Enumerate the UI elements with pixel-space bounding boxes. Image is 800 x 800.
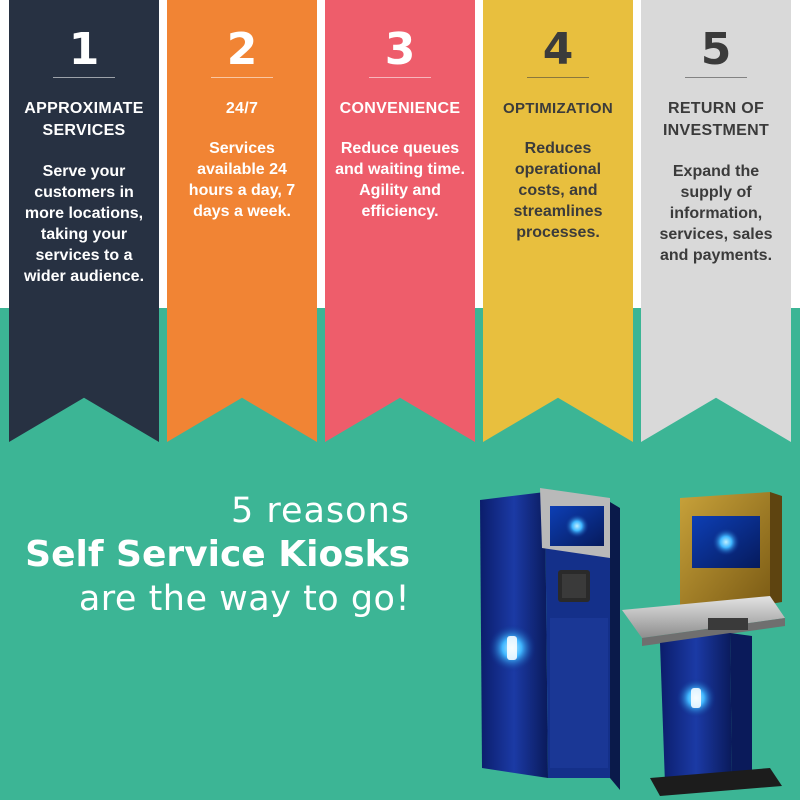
divider — [527, 77, 589, 78]
reason-description: Expand the supply of information, servic… — [659, 163, 773, 264]
reason-title: RETURN OF INVESTMENT — [647, 98, 785, 142]
reason-number: 2 — [226, 24, 258, 75]
reason-description: Reduce queues and waiting time. Agility … — [335, 140, 465, 220]
reason-number: 4 — [542, 24, 574, 75]
reason-title: OPTIMIZATION — [503, 100, 613, 117]
divider — [211, 77, 273, 78]
reason-banner-3: 3 CONVENIENCE Reduce queues and waiting … — [325, 0, 475, 442]
reason-title-line: APPROXIMATE — [24, 100, 144, 117]
headline: 5 reasons Self Service Kiosks are the wa… — [25, 490, 410, 620]
headline-line-3: are the way to go! — [78, 579, 410, 619]
reason-description: Reduces operational costs, and streamlin… — [513, 140, 603, 241]
reason-title-line: INVESTMENT — [662, 122, 770, 139]
reason-banner-2: 2 24/7 Services available 24 hours a day… — [167, 0, 317, 442]
atm-kiosk — [480, 488, 620, 790]
desk-kiosk — [622, 492, 785, 796]
reason-banner-4: 4 OPTIMIZATION Reduces operational costs… — [483, 0, 633, 442]
reason-title: CONVENIENCE — [339, 100, 461, 117]
headline-line-2: Self Service Kiosks — [25, 534, 410, 575]
reason-number: 3 — [384, 24, 416, 75]
reason-number: 1 — [68, 24, 100, 75]
kiosk-illustration — [480, 488, 785, 796]
reason-title: APPROXIMATE SERVICES — [15, 98, 153, 142]
divider — [369, 77, 431, 78]
reason-banner-5: 5 RETURN OF INVESTMENT Expand the supply… — [641, 0, 791, 442]
reason-banner-1: 1 APPROXIMATE SERVICES Serve your custom… — [9, 0, 159, 442]
divider — [685, 77, 747, 78]
headline-line-1: 5 reasons — [230, 491, 410, 531]
reason-title-line: SERVICES — [42, 122, 126, 139]
reason-title: 24/7 — [225, 100, 259, 117]
reason-description: Serve your customers in more locations, … — [23, 163, 145, 285]
reason-title-line: RETURN OF — [667, 100, 765, 117]
divider — [53, 77, 115, 78]
reason-number: 5 — [700, 24, 732, 75]
reason-description: Services available 24 hours a day, 7 day… — [188, 140, 296, 220]
